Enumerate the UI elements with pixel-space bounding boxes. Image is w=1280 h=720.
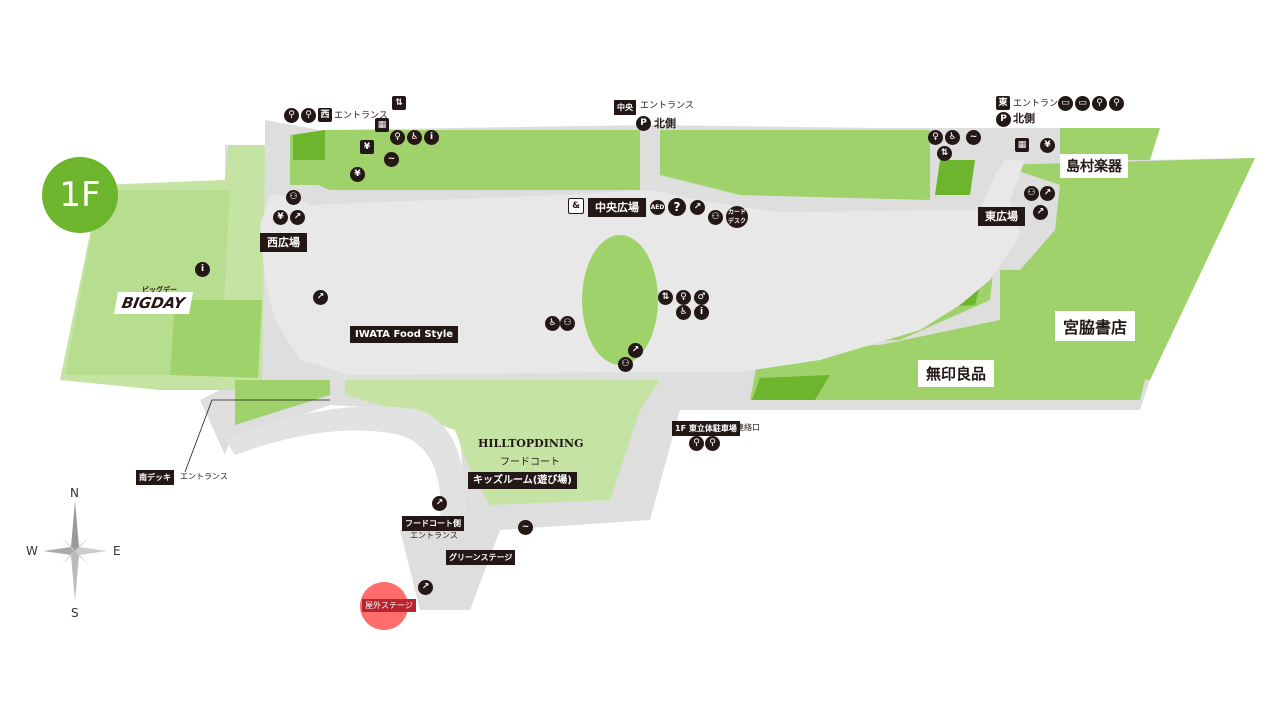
escalator-icon-south: ↗ xyxy=(432,496,447,511)
card-desk-icon: カード デスク xyxy=(726,206,748,228)
motorcycle-icon-east: ⚲ xyxy=(1109,96,1124,111)
info-icon-west: i xyxy=(195,262,210,277)
baby-icon-center: ⚇ xyxy=(708,210,723,225)
parking-icon-east: P xyxy=(996,112,1011,127)
green-stage-label: グリーンステージ xyxy=(446,550,516,565)
elevator-icon: ⇅ xyxy=(392,96,406,110)
foodcourt-entrance-text: エントランス xyxy=(410,531,458,540)
bus-icon-2: ▭ xyxy=(1075,96,1090,111)
locker-icon-ne: ▦ xyxy=(1015,138,1029,152)
motorcycle-icon-se: ⚲ xyxy=(705,436,720,451)
bus-icon: ▭ xyxy=(1058,96,1073,111)
bicycle-icon-se: ⚲ xyxy=(689,436,704,451)
aed-icon: AED xyxy=(650,200,665,215)
east-entrance-tag: 東 xyxy=(996,96,1010,110)
elevator-icon-mid: ⇅ xyxy=(658,290,673,305)
kids-room-label: キッズルーム(遊び場) xyxy=(468,472,577,489)
iwata-label: IWATA Food Style xyxy=(350,326,459,343)
east-parking-label: 北側 xyxy=(1013,112,1035,125)
yen-icon: ¥ xyxy=(350,167,365,182)
shop-hilltop-label: HILLTOPDINING xyxy=(478,437,584,450)
center-entrance-tag: 中央 xyxy=(614,100,636,115)
shop-muji-label: 無印良品 xyxy=(918,360,995,387)
shop-foodcourt xyxy=(345,380,660,505)
corridor-center-ring xyxy=(582,235,658,365)
escalator-icon-west-2: ↗ xyxy=(313,290,328,305)
shop-bigday-kana: ビッグデー xyxy=(142,286,177,294)
center-entrance-text: エントランス xyxy=(640,101,694,111)
east-plaza-label: 東広場 xyxy=(978,207,1025,226)
compass-south: S xyxy=(71,606,79,620)
smoking-icon-ne: ~ xyxy=(966,130,981,145)
center-parking-label: 北側 xyxy=(654,117,676,130)
west-plaza-label: 西広場 xyxy=(260,233,307,252)
south-deck-tag: 南デッキ xyxy=(136,470,174,485)
shop-shimamura-label: 島村楽器 xyxy=(1060,154,1128,178)
locker-icon: ▦ xyxy=(375,118,389,132)
escalator-icon-stage: ↗ xyxy=(418,580,433,595)
south-deck-text: エントランス xyxy=(180,472,228,481)
compass-north: N xyxy=(70,486,79,500)
baby-icon-mid-2: ⚇ xyxy=(618,357,633,372)
info-icon: i xyxy=(424,130,439,145)
east-entrance-text: エントランス xyxy=(1013,99,1067,109)
atm-icon: ¥ xyxy=(360,140,374,154)
restroom-icon-mid-2: ♂ xyxy=(694,290,709,305)
ampersand-icon: & xyxy=(568,198,584,214)
compass-east: E xyxy=(113,544,121,558)
shop-north-east xyxy=(1060,128,1160,160)
east-parking-tag: 1F 東立体駐車場 xyxy=(672,421,740,436)
motorcycle-icon: ⚲ xyxy=(301,108,316,123)
atm-icon-ne: ¥ xyxy=(1040,138,1055,153)
baby-icon-east: ⚇ xyxy=(1024,186,1039,201)
shop-miyawaki-label: 宮脇書店 xyxy=(1055,311,1136,341)
escalator-icon-east: ↗ xyxy=(1040,186,1055,201)
baby-icon-west: ⚇ xyxy=(286,190,301,205)
shop-north-center xyxy=(660,130,930,200)
escalator-icon-west: ↗ xyxy=(290,210,305,225)
foodcourt-label: フードコート xyxy=(500,457,560,468)
atm-icon-west: ¥ xyxy=(273,210,288,225)
wheelchair-icon-mid-2: ♿ xyxy=(545,316,560,331)
center-plaza-label: 中央広場 xyxy=(588,198,646,217)
compass-west: W xyxy=(26,544,38,558)
smoking-icon-south: ~ xyxy=(518,520,533,535)
foodcourt-entrance-tag: フードコート側 xyxy=(402,516,464,531)
shop-north-west xyxy=(290,130,640,190)
escalator-icon-center: ↗ xyxy=(690,200,705,215)
west-entrance-text: エントランス xyxy=(334,111,388,121)
elevator-icon-ne: ⇅ xyxy=(937,146,952,161)
east-parking-name: 東立体駐車場 xyxy=(688,424,737,433)
shop-bigday-label: BIGDAY xyxy=(114,292,193,314)
parking-icon: P xyxy=(636,116,651,131)
escalator-icon-mid: ↗ xyxy=(628,343,643,358)
bicycle-icon-east: ⚲ xyxy=(1092,96,1107,111)
escalator-icon-east-2: ↗ xyxy=(1033,205,1048,220)
floor-badge: 1F xyxy=(42,157,118,233)
info-icon-mid: i xyxy=(694,305,709,320)
bicycle-icon: ⚲ xyxy=(284,108,299,123)
east-parking-connect: 連絡口 xyxy=(736,423,760,432)
restroom-icon: ♀ xyxy=(390,130,405,145)
east-parking-floor: 1F xyxy=(675,424,687,433)
restroom-icon-ne: ♀ xyxy=(928,130,943,145)
shop-west-south xyxy=(170,300,262,378)
question-icon: ? xyxy=(668,198,686,216)
shop-muji-dark xyxy=(752,375,830,400)
shop-east-dark xyxy=(935,160,975,195)
smoking-icon: ~ xyxy=(384,152,399,167)
wheelchair-icon-ne: ♿ xyxy=(945,130,960,145)
baby-icon-mid: ⚇ xyxy=(560,316,575,331)
wheelchair-icon: ♿ xyxy=(407,130,422,145)
shop-north-dark xyxy=(293,130,325,160)
restroom-icon-mid: ♀ xyxy=(676,290,691,305)
outdoor-stage-label[interactable]: 屋外ステージ xyxy=(362,599,416,612)
west-entrance-tag: 西 xyxy=(318,108,332,122)
wheelchair-icon-mid: ♿ xyxy=(676,305,691,320)
